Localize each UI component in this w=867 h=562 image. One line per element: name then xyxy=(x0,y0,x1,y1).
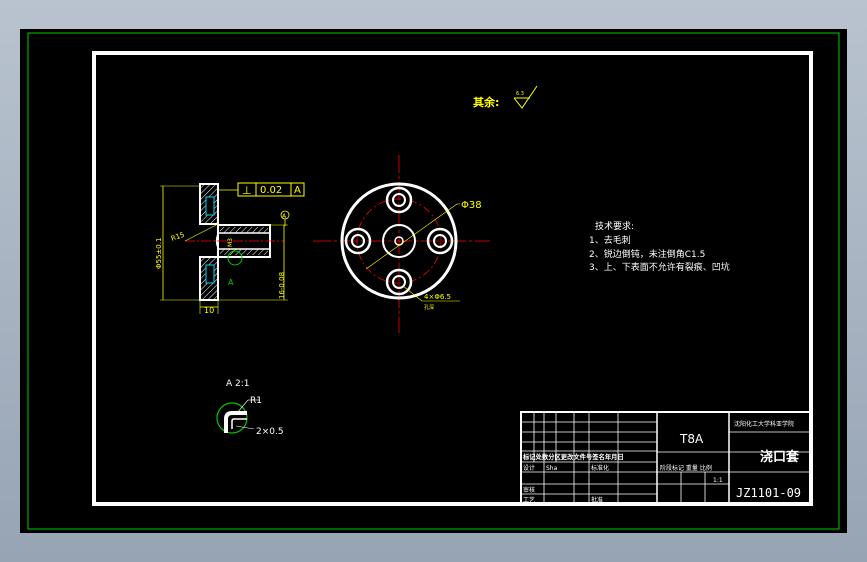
title-block[interactable] xyxy=(520,411,812,505)
row-design: 设计 xyxy=(523,464,535,472)
dim-bolt-holes: 4×Φ6.5 xyxy=(424,293,451,301)
title-block-text: T8A 沈阳化工大学科亚学院 浇口套 JZ1101-09 1:1 标记处数分区更… xyxy=(522,420,801,504)
engineering-drawing[interactable]: 其余: 6.3 A Φ55±0.1 R15 10 xyxy=(20,29,847,533)
thread-callout: M3 xyxy=(227,238,234,247)
dim-outer-diameter: Φ38 xyxy=(461,200,482,211)
school-name: 沈阳化工大学科亚学院 xyxy=(734,420,794,428)
detail-view-a[interactable]: A 2:1 R1 2×0.5 xyxy=(216,379,284,437)
cad-viewport[interactable]: 其余: 6.3 A Φ55±0.1 R15 10 xyxy=(20,29,847,533)
dim-bolt-holes-sub: 孔深 xyxy=(424,304,434,311)
part-name: 浇口套 xyxy=(760,449,800,465)
dim-total-depth: 16-0.08 xyxy=(278,272,286,299)
tech-req-item: 1、去毛刺 xyxy=(589,234,631,246)
perpendicularity-symbol-icon: ⊥ xyxy=(242,184,252,197)
detail-circle-a[interactable] xyxy=(227,250,243,266)
header-left: 标记处数分区更改文件号签名年月日 xyxy=(522,452,624,461)
row-craft: 工艺 xyxy=(523,496,535,504)
detail-label: A 2:1 xyxy=(226,379,250,389)
detail-profile xyxy=(224,411,247,433)
dim-flange-diameter: Φ55±0.1 xyxy=(155,238,163,269)
sprue-lower-wall xyxy=(220,249,268,255)
bolt-hole-right xyxy=(426,227,454,255)
material: T8A xyxy=(679,432,704,446)
detail-radius: R1 xyxy=(250,396,262,406)
detail-boundary xyxy=(216,402,248,434)
tolerance-value: 0.02 xyxy=(260,185,282,196)
dim-flange-thickness: 10 xyxy=(204,306,214,315)
thread-hole-bottom xyxy=(205,264,215,284)
center-bore xyxy=(394,236,404,246)
tech-req-item: 2、锐边倒钝，未注倒角C1.5 xyxy=(589,248,705,260)
tolerance-datum: A xyxy=(294,185,301,196)
thread-hole-top xyxy=(205,196,215,216)
designer: Sha xyxy=(546,465,558,472)
row-approve: 批准 xyxy=(591,496,603,504)
bolt-hole-top xyxy=(385,186,413,214)
sprue-upper-wall xyxy=(220,227,268,233)
bolt-hole-bottom xyxy=(385,268,413,296)
bolt-circle xyxy=(356,198,442,284)
bolt-hole-left xyxy=(344,227,372,255)
header-right: 阶段标记 重量 比例 xyxy=(660,464,712,472)
datum-mark: A xyxy=(282,213,287,220)
roughness-label: 其余: xyxy=(473,95,499,109)
spherical-seat xyxy=(215,233,219,249)
surface-roughness-note[interactable]: 其余: 6.3 xyxy=(473,85,538,109)
technical-requirements[interactable]: 技术要求: 1、去毛刺 2、锐边倒钝，未注倒角C1.5 3、上、下表面不允许有裂… xyxy=(589,220,730,273)
row-standard: 标准化 xyxy=(591,464,609,472)
tech-req-heading: 技术要求: xyxy=(595,220,634,232)
detail-marker-a: A xyxy=(228,278,234,287)
tech-req-item: 3、上、下表面不允许有裂痕、凹坑 xyxy=(589,261,730,273)
inner-frame xyxy=(92,51,813,506)
front-section-view[interactable]: A Φ55±0.1 R15 10 16-0.08 M3 ⊥ 0.02 A A xyxy=(155,182,305,315)
row-check: 审核 xyxy=(523,486,535,494)
drawing-number: JZ1101-09 xyxy=(736,486,801,500)
center-boss xyxy=(382,224,416,258)
top-view[interactable]: Φ38 4×Φ6.5 孔深 xyxy=(313,155,490,333)
scale-value: 1:1 xyxy=(713,477,723,484)
detail-chamfer: 2×0.5 xyxy=(256,427,284,437)
flatness-tolerance-frame[interactable]: ⊥ 0.02 A xyxy=(218,182,305,197)
dim-radius-r15: R15 xyxy=(170,231,186,243)
datum-circle xyxy=(280,210,290,220)
roughness-symbol-icon xyxy=(513,85,538,109)
outer-flange-circle xyxy=(340,182,458,300)
roughness-value: 6.3 xyxy=(516,91,524,97)
outer-frame xyxy=(27,32,840,530)
